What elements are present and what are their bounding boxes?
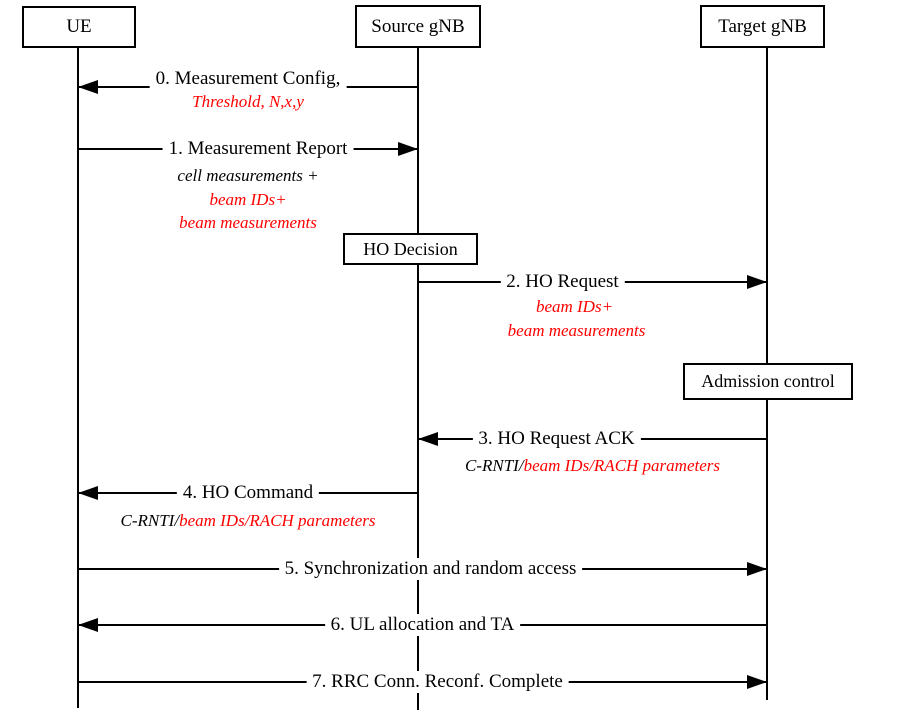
message-4-annotation: C-RNTI/beam IDs/RACH parameters xyxy=(121,511,376,531)
actor-label-ue: UE xyxy=(66,16,92,37)
arrowhead-left-icon xyxy=(418,432,438,446)
process-box-ho-decision: HO Decision xyxy=(343,233,478,265)
process-box-ho-decision-label: HO Decision xyxy=(363,238,458,259)
message-4-label: 4. HO Command xyxy=(176,482,320,504)
message-4-annotation-black: C-RNTI/ xyxy=(120,511,180,530)
message-3-label: 3. HO Request ACK xyxy=(472,428,641,450)
actor-label-source-gnb: Source gNB xyxy=(371,15,465,37)
lifeline-source-gnb xyxy=(417,48,419,710)
arrowhead-left-icon xyxy=(78,80,98,94)
actor-label-target-gnb: Target gNB xyxy=(718,15,807,37)
message-7-label: 7. RRC Conn. Reconf. Complete xyxy=(306,671,569,693)
message-3-annotation-red: beam IDs/RACH parameters xyxy=(523,456,720,475)
message-5-label: 5. Synchronization and random access xyxy=(278,558,583,580)
message-2-label: 2. HO Request xyxy=(500,271,625,293)
message-3-annotation-black: C-RNTI/ xyxy=(465,456,524,475)
actor-box-source-gnb: Source gNB xyxy=(355,5,481,48)
message-0: 0. Measurement Config, Threshold, N,x,y xyxy=(78,68,418,111)
arrowhead-left-icon xyxy=(78,618,98,632)
message-5: 5. Synchronization and random access xyxy=(78,558,767,580)
message-4-annotation-red: beam IDs/RACH parameters xyxy=(179,511,376,530)
message-2-annotation-2: beam measurements xyxy=(507,321,646,340)
message-4: 4. HO Command C-RNTI/beam IDs/RACH param… xyxy=(78,482,418,530)
arrowhead-right-icon xyxy=(747,675,767,689)
message-0-label: 0. Measurement Config, xyxy=(149,68,347,96)
process-box-admission-control: Admission control xyxy=(683,363,853,400)
message-1-annotation-1: cell measurements + xyxy=(177,166,319,185)
arrowhead-left-icon xyxy=(78,486,98,500)
lifeline-ue xyxy=(77,48,79,708)
actor-box-ue: UE xyxy=(22,6,136,48)
message-0-annotation: Threshold, N,x,y xyxy=(192,92,304,111)
actor-box-target-gnb: Target gNB xyxy=(700,5,825,48)
process-box-admission-control-label: Admission control xyxy=(701,371,835,391)
message-1: 1. Measurement Report cell measurements … xyxy=(78,138,418,232)
message-2: 2. HO Request beam IDs+ beam measurement… xyxy=(418,271,767,340)
arrowhead-right-icon xyxy=(747,275,767,289)
message-2-annotation-1: beam IDs+ xyxy=(535,297,614,316)
arrowhead-right-icon xyxy=(747,562,767,576)
message-1-annotation-2: beam IDs+ xyxy=(209,190,287,209)
message-6: 6. UL allocation and TA xyxy=(78,614,767,636)
arrowhead-right-icon xyxy=(398,142,418,156)
message-1-annotation-3: beam measurements xyxy=(179,213,317,232)
message-3-annotation: C-RNTI/beam IDs/RACH parameters xyxy=(465,456,720,476)
message-1-label: 1. Measurement Report xyxy=(162,138,354,160)
message-7: 7. RRC Conn. Reconf. Complete xyxy=(78,671,767,693)
message-3: 3. HO Request ACK C-RNTI/beam IDs/RACH p… xyxy=(418,428,767,475)
message-6-label: 6. UL allocation and TA xyxy=(324,614,521,636)
